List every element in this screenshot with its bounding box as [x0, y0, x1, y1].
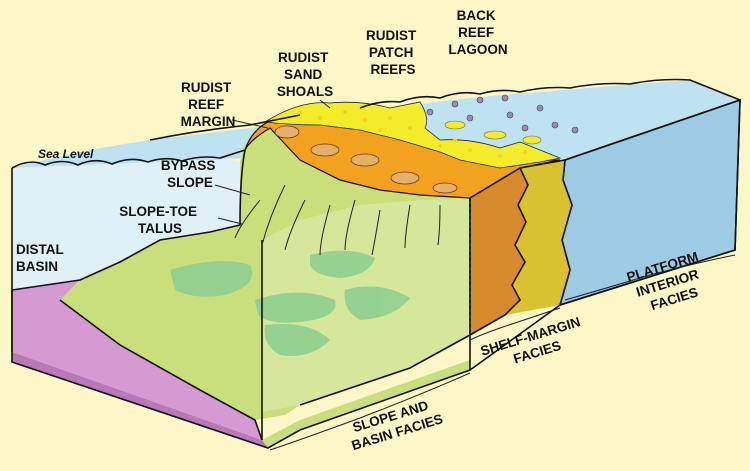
slope-profile — [11, 149, 246, 291]
basin-floor-front — [262, 360, 470, 448]
rudist-mounds — [274, 125, 458, 194]
label-leader-lines — [214, 99, 331, 225]
shelf-margin-outer-face — [470, 168, 528, 335]
debris-flow-deposits — [170, 250, 410, 356]
back-reef-lagoon-label: BACK REEF LAGOON — [448, 8, 507, 57]
sea-level-label: Sea Level — [38, 147, 94, 161]
basin-floor — [12, 280, 262, 440]
rudist-cups — [426, 94, 579, 134]
basin-slope-contact — [261, 240, 471, 412]
sand-shoals — [263, 101, 562, 169]
seawater-front-face — [12, 157, 240, 290]
sea-level-far-line — [149, 78, 741, 141]
rudist-reef-margin-label: RUDIST REEF MARGIN — [181, 80, 236, 129]
facies-boundary-jagged-inner — [559, 159, 573, 306]
rudist-patch-reefs-label: RUDIST PATCH REEFS — [366, 28, 420, 77]
slope-gullies — [234, 184, 441, 256]
rudist-sand-shoals-label: RUDIST SAND SHOALS — [277, 50, 333, 99]
bracket-shelf-margin — [469, 307, 561, 341]
bracket-platform-interior — [564, 254, 736, 301]
distal-basin-label: DISTAL BASIN — [16, 242, 67, 274]
slope-base-line — [59, 299, 263, 441]
bypass-slope-label: BYPASS SLOPE — [161, 158, 219, 190]
basin-floor-edge — [12, 352, 268, 448]
facies-boundary-jagged — [469, 167, 529, 336]
slope-toe-talus-label: SLOPE-TOE TALUS — [119, 204, 201, 236]
sand-speckles — [298, 110, 527, 158]
sea-level-line — [11, 149, 246, 169]
patch-reefs — [444, 120, 542, 145]
bracket-slope-basin — [269, 372, 471, 451]
